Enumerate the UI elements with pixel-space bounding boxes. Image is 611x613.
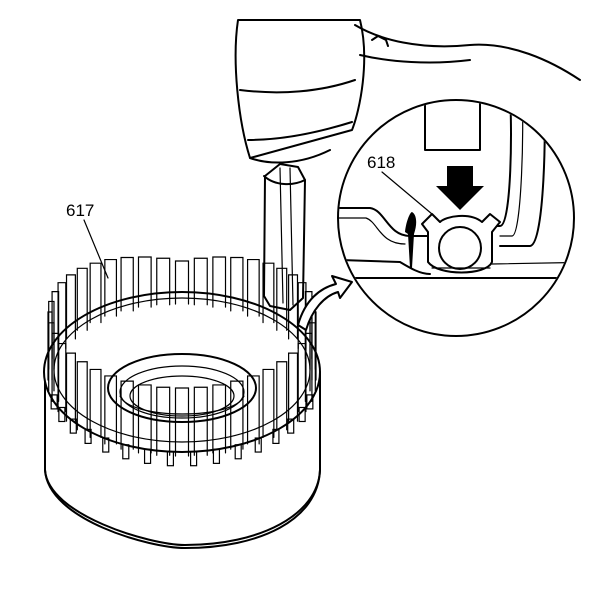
spline-finger [76, 361, 88, 431]
piston-seal [421, 213, 501, 274]
rim-tooth [298, 406, 306, 423]
rim-tooth [50, 394, 58, 410]
rim-teeth [50, 394, 314, 467]
spline-finger [65, 274, 76, 340]
spline-finger [193, 257, 208, 306]
rim-tooth [272, 428, 280, 445]
spline-finger [246, 375, 260, 445]
rim-tooth [58, 406, 66, 423]
rim-tooth [234, 444, 242, 460]
spline-finger [230, 380, 244, 450]
spline-finger [156, 386, 171, 456]
spline-finger [137, 256, 152, 308]
spline-finger [262, 262, 275, 324]
rim-tooth [254, 437, 262, 453]
spline-finger [137, 384, 152, 454]
spline-finger [156, 257, 171, 306]
spline-finger [174, 260, 190, 305]
rim-tooth [287, 418, 295, 434]
rim-tooth [84, 428, 92, 445]
spline-finger [57, 282, 67, 350]
spline-finger [89, 262, 102, 324]
spline-finger [288, 274, 299, 340]
clutch-housing [43, 256, 321, 549]
spline-finger [212, 384, 227, 454]
rim-tooth [122, 444, 130, 460]
spline-finger [89, 368, 102, 439]
rim-tooth [166, 451, 175, 467]
rim-tooth [69, 418, 77, 434]
spline-finger [297, 342, 307, 413]
rim-tooth [143, 448, 152, 464]
rim-tooth [306, 394, 314, 410]
spline-finger [246, 258, 260, 317]
spline-finger [276, 361, 288, 431]
spline-finger [262, 368, 275, 439]
callout-617: 617 [66, 201, 109, 279]
callout-label-618: 618 [367, 153, 395, 172]
detail-view: 618 [337, 99, 575, 337]
spline-finger [230, 256, 244, 312]
rim-tooth [212, 448, 221, 464]
drift-punch [263, 163, 306, 311]
callout-label-617: 617 [66, 201, 94, 220]
spline-finger [76, 267, 88, 331]
spline-finger [120, 380, 134, 450]
hammer-handle [354, 24, 581, 81]
spline-finger [276, 267, 288, 331]
spline-finger [193, 386, 208, 456]
spline-finger [104, 375, 118, 445]
rim-tooth [102, 437, 110, 453]
press-direction-arrow [436, 166, 484, 210]
hammer-head [234, 19, 366, 164]
spline-finger [174, 387, 190, 457]
detail-arrow [297, 275, 353, 331]
spline-finger [212, 256, 227, 308]
spline-finger [104, 258, 118, 317]
spline-finger [65, 352, 76, 422]
clutch-splines [47, 256, 317, 457]
rim-tooth [189, 451, 198, 467]
spline-finger [48, 300, 55, 370]
spline-finger [288, 352, 299, 422]
spline-finger [120, 256, 134, 312]
lip-direction-mark [405, 212, 417, 268]
